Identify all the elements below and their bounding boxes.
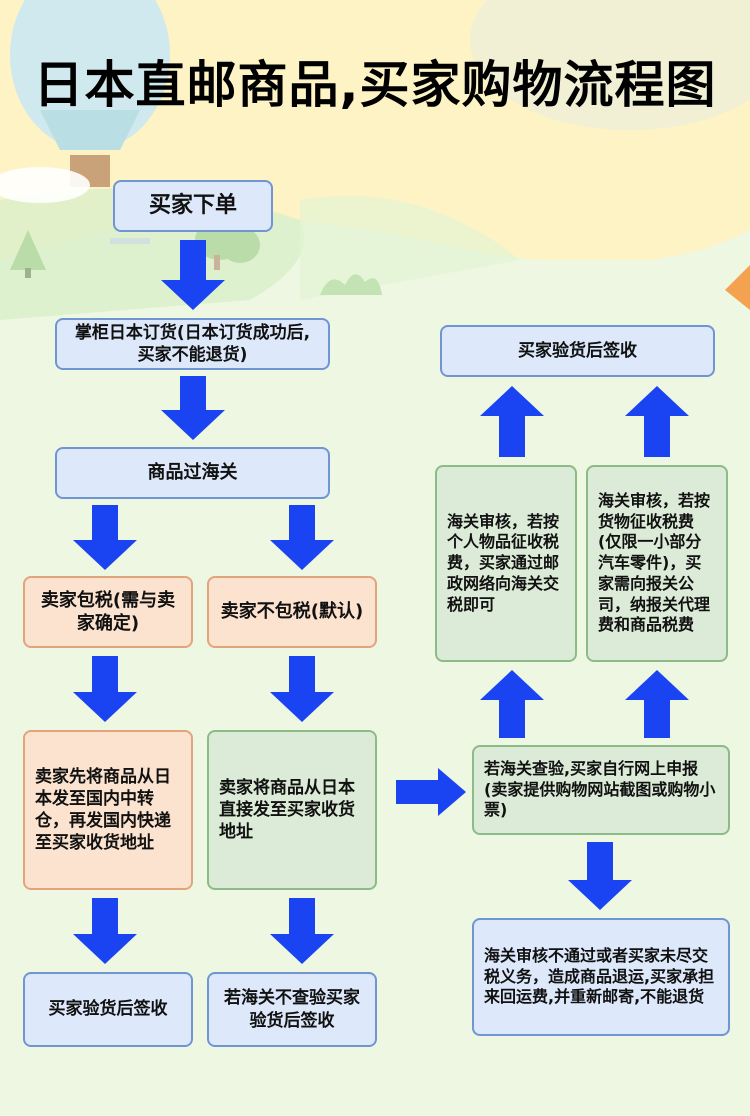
seller-direct-node: 卖家将商品从日本直接发至买家收货地址 (207, 730, 377, 890)
seller-tax-node: 卖家包税(需与卖家确定) (23, 576, 193, 648)
personal-tax-node: 海关审核，若按个人物品征收税费，买家通过邮政网络向海关交税即可 (435, 465, 577, 662)
sign-right-node: 买家验货后签收 (440, 325, 715, 377)
shop-order-node: 掌柜日本订货(日本订货成功后,买家不能退货) (55, 318, 330, 370)
buyer-order-node: 买家下单 (113, 180, 273, 232)
bush-icon (320, 274, 382, 295)
fail-return-node: 海关审核不通过或者买家未尽交税义务，造成商品退运,买家承担来回运费,并重新邮寄,… (472, 918, 730, 1036)
sign-no-inspect-node: 若海关不查验买家验货后签收 (207, 972, 377, 1047)
sign-left-node: 买家验货后签收 (23, 972, 193, 1047)
inspect-declare-node: 若海关查验,买家自行网上申报(卖家提供购物网站截图或购物小票) (472, 745, 730, 835)
seller-transfer-node: 卖家先将商品从日本发至国内中转仓，再发国内快递至买家收货地址 (23, 730, 193, 890)
seller-no-tax-node: 卖家不包税(默认) (207, 576, 377, 648)
customs-node: 商品过海关 (55, 447, 330, 499)
goods-tax-node: 海关审核，若按货物征收税费(仅限一小部分汽车零件)，买家需向报关公司，纳报关代理… (586, 465, 728, 662)
page-title: 日本直邮商品,买家购物流程图 (33, 56, 717, 114)
hot-air-balloon-icon (10, 0, 170, 187)
kite-icon (725, 265, 750, 310)
